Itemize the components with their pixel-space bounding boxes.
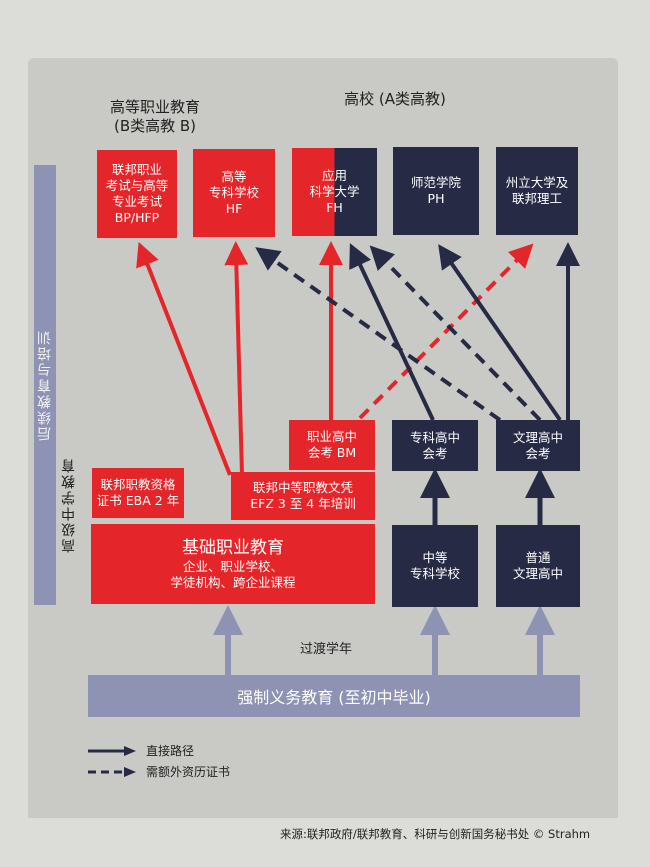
header-universities: 高校 (A类高教) — [344, 90, 446, 108]
box-line: 考试与高等 — [105, 178, 169, 193]
box-line: PH — [427, 191, 445, 206]
box-line: 应用 — [321, 168, 347, 183]
box-line: 文理高中 — [512, 566, 563, 581]
legend-label: 直接路径 — [146, 744, 195, 758]
arrow-matura-to-fh — [369, 245, 542, 422]
box-line: 州立大学及 — [505, 175, 569, 190]
arrow-matura-to-hf — [255, 247, 502, 422]
box-hf: 高等 专科学校 HF — [193, 149, 275, 237]
header-line: 高等职业教育 — [109, 98, 200, 116]
arrow-efz-to-bp — [136, 241, 232, 476]
box-bp-hfp: 联邦职业 考试与高等 专业考试 BP/HFP — [97, 150, 177, 238]
box-line: 会考 — [422, 445, 448, 461]
box-line: 联邦中等职教文凭 — [252, 480, 353, 495]
box-line: 职业高中 — [306, 429, 357, 444]
box-line: 会考 — [525, 445, 551, 461]
box-fms: 中等 专科学校 — [392, 525, 478, 607]
arrow-efz-to-hf — [224, 241, 249, 476]
compulsory-label: 强制义务教育 (至初中毕业) — [237, 688, 431, 707]
side-bar-tertiary: 后续教育与培训 — [34, 165, 56, 605]
box-line: EFZ 3 至 4 年培训 — [250, 496, 356, 511]
box-line: 专科学校 — [208, 185, 259, 200]
box-fms-exam: 专科高中 会考 — [392, 420, 478, 471]
dashed-arrow-icon — [88, 766, 136, 777]
header-vocational-higher: 高等职业教育 (B类高教 B) — [90, 98, 220, 136]
legend-dashed: 需额外资历证书 — [88, 763, 230, 780]
box-line: 学徒机构、跨企业课程 — [170, 575, 296, 590]
box-line: 证书 EBA 2 年 — [96, 493, 180, 508]
box-uni-eth: 州立大学及 联邦理工 — [496, 147, 578, 235]
box-line: 高等 — [221, 169, 247, 184]
box-line: 专业考试 — [111, 194, 162, 209]
box-ph: 师范学院 PH — [393, 147, 479, 235]
box-line: 中等 — [422, 550, 448, 565]
box-line: 师范学院 — [410, 175, 461, 190]
header-line: (B类高教 B) — [113, 117, 197, 135]
solid-arrow-icon — [88, 745, 136, 756]
box-line: 专科学校 — [409, 566, 460, 581]
box-line: 企业、职业学校、 — [182, 559, 283, 574]
box-line: FH — [326, 200, 343, 215]
box-fh: 应用 科学大学 FH — [292, 148, 377, 236]
box-bm: 职业高中 会考 BM — [289, 420, 375, 470]
box-line: 联邦职业 — [111, 162, 162, 177]
arrow-matura-to-ph — [438, 244, 562, 422]
box-line: 联邦理工 — [511, 191, 562, 206]
box-title: 基础职业教育 — [182, 538, 284, 558]
box-line: 会考 BM — [307, 445, 357, 460]
box-line: 联邦职教资格 — [100, 477, 176, 492]
box-vet: 基础职业教育 企业、职业学校、 学徒机构、跨企业课程 — [91, 524, 375, 604]
arrow-fms-to-fh — [349, 243, 435, 421]
legend-label: 需额外资历证书 — [146, 765, 231, 779]
box-line: 文理高中 — [512, 429, 563, 445]
transition-label: 过渡学年 — [300, 642, 353, 657]
box-line: BP/HFP — [114, 210, 160, 225]
box-gymnasium: 普通 文理高中 — [496, 525, 580, 607]
box-line: 普通 — [525, 550, 551, 565]
box-matura: 文理高中 会考 — [496, 420, 580, 471]
box-eba: 联邦职教资格 证书 EBA 2 年 — [92, 468, 184, 518]
compulsory-bar: 强制义务教育 (至初中毕业) — [88, 675, 580, 717]
legend-solid: 直接路径 — [88, 742, 194, 759]
box-line: 科学大学 — [309, 184, 360, 199]
box-line: 专科高中 — [409, 429, 460, 445]
box-efz: 联邦中等职教文凭 EFZ 3 至 4 年培训 — [231, 472, 375, 520]
box-line: HF — [225, 201, 243, 216]
source-caption: 来源:联邦政府/联邦教育、科研与创新国务秘书处 © Strahm — [280, 827, 591, 841]
